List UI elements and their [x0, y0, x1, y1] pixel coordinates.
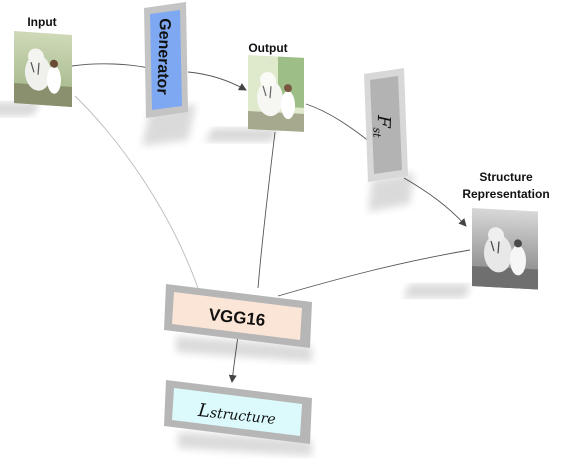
input-label: Input — [27, 15, 56, 29]
edge-input-to-generator — [71, 63, 149, 69]
edge-output-to-vgg — [257, 131, 276, 289]
structure-label-line2: Representation — [462, 187, 549, 201]
loss-node: Lstructure — [164, 380, 312, 456]
generator-node: Generator — [142, 2, 196, 146]
structure-label-line1: Structure — [479, 170, 533, 184]
output-image-node — [206, 54, 304, 142]
structure-image-node — [404, 208, 538, 298]
fst-label: Fst — [370, 114, 394, 139]
edge-input-to-vgg — [74, 95, 199, 289]
generator-box — [150, 10, 182, 110]
fst-node: Fst — [364, 68, 414, 212]
vgg16-node: VGG16 — [164, 284, 312, 362]
loss-label: Lstructure — [196, 400, 277, 429]
generator-label: Generator — [153, 18, 173, 95]
loss-box — [172, 388, 302, 436]
input-image-node — [0, 30, 72, 116]
edge-generator-to-output — [187, 71, 247, 91]
edge-vgg-to-loss — [228, 335, 239, 383]
vgg16-box — [172, 292, 302, 340]
fst-box — [370, 76, 402, 174]
edge-output-to-fst — [305, 103, 371, 143]
edge-structure-to-vgg — [277, 249, 471, 297]
output-label: Output — [248, 41, 287, 55]
edge-fst-to-structure — [403, 177, 467, 227]
